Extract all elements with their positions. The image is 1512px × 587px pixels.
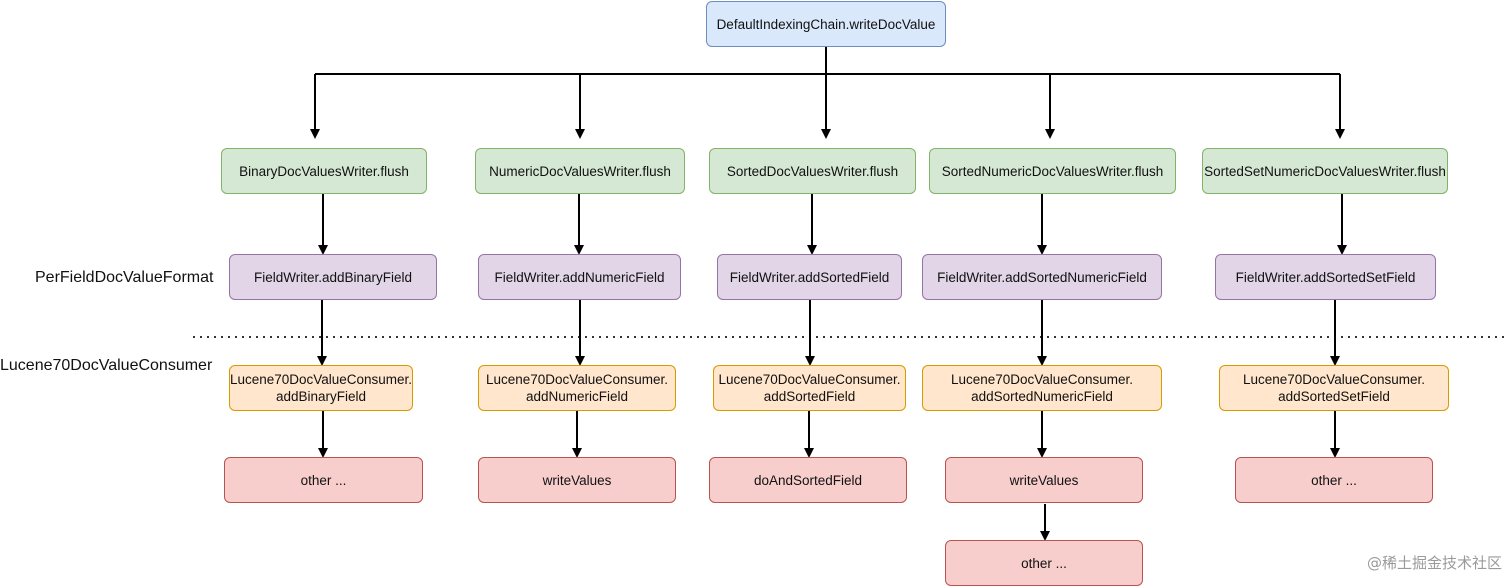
root-node: DefaultIndexingChain.writeDocValue (706, 1, 946, 47)
writer-node-sorted: SortedDocValuesWriter.flush (709, 148, 916, 194)
leaf2-node-sorted-numeric: other ... (945, 540, 1143, 586)
consumer-node-binary: Lucene70DocValueConsumer. addBinaryField (229, 365, 413, 411)
leaf-node-sorted-numeric: writeValues (945, 457, 1143, 503)
writer-node-binary: BinaryDocValuesWriter.flush (221, 148, 427, 194)
leaf-node-binary: other ... (224, 457, 423, 503)
consumer-node-sorted: Lucene70DocValueConsumer. addSortedField (713, 365, 906, 411)
layer-label-per-field: PerFieldDocValueFormat (35, 269, 214, 286)
fieldwriter-node-sorted-set: FieldWriter.addSortedSetField (1215, 254, 1436, 300)
consumer-node-numeric: Lucene70DocValueConsumer. addNumericFiel… (478, 365, 676, 411)
consumer-node-sorted-set: Lucene70DocValueConsumer. addSortedSetFi… (1219, 365, 1449, 411)
leaf-node-numeric: writeValues (478, 457, 676, 503)
leaf-node-sorted: doAndSortedField (709, 457, 907, 503)
watermark: @稀土掘金技术社区 (1366, 554, 1502, 572)
leaf-node-sorted-set: other ... (1235, 457, 1433, 503)
layer-label-consumer: Lucene70DocValueConsumer (0, 357, 213, 374)
fieldwriter-node-sorted: FieldWriter.addSortedField (717, 254, 902, 300)
fieldwriter-node-numeric: FieldWriter.addNumericField (478, 254, 681, 300)
writer-node-numeric: NumericDocValuesWriter.flush (475, 148, 685, 194)
fieldwriter-node-binary: FieldWriter.addBinaryField (229, 254, 437, 300)
consumer-node-sorted-numeric: Lucene70DocValueConsumer. addSortedNumer… (922, 365, 1162, 411)
writer-node-sorted-set: SortedSetNumericDocValuesWriter.flush (1202, 148, 1448, 194)
fieldwriter-node-sorted-numeric: FieldWriter.addSortedNumericField (922, 254, 1162, 300)
writer-node-sorted-numeric: SortedNumericDocValuesWriter.flush (929, 148, 1176, 194)
